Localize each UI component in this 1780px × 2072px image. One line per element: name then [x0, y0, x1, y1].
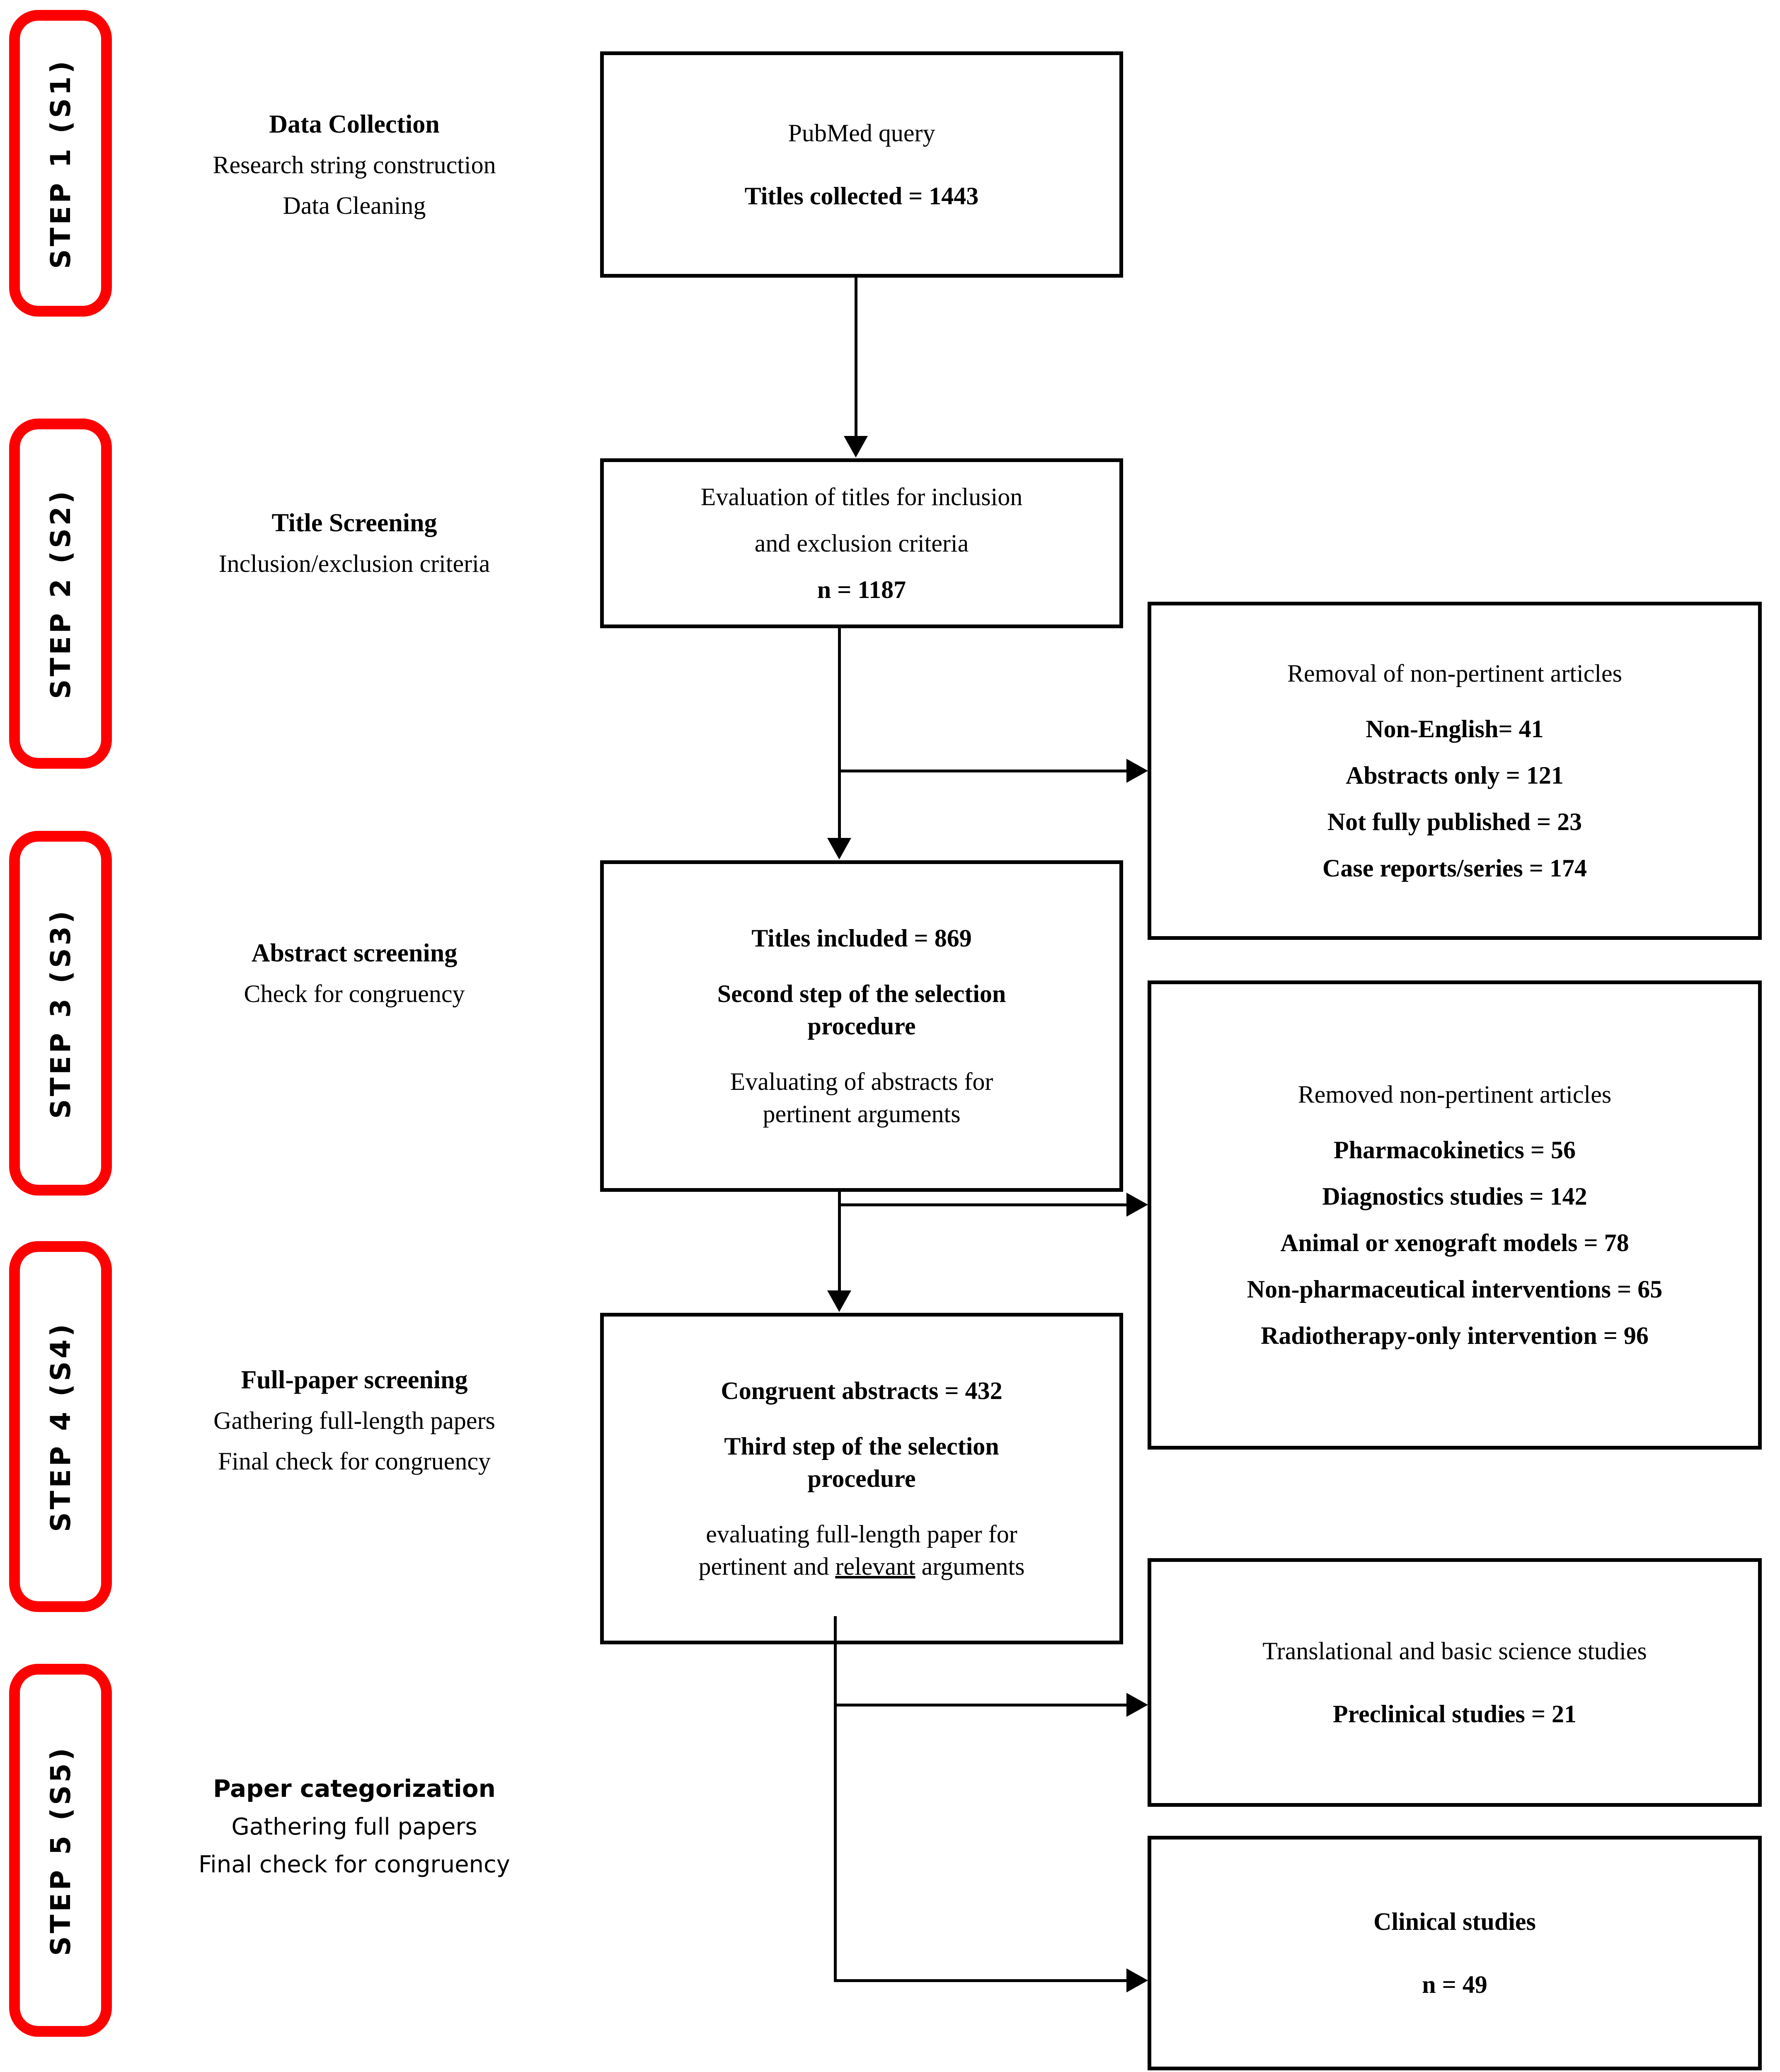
- removal-1-item-1: Abstracts only = 121: [1346, 762, 1564, 789]
- step-description-s2: Title Screening Inclusion/exclusion crit…: [137, 502, 572, 584]
- box-pubmed-query: PubMed query Titles collected = 1443: [600, 51, 1123, 278]
- step-bar-s5: STEP 5 (S5): [9, 1664, 112, 2037]
- step-description-s3: Abstract screening Check for congruency: [137, 932, 572, 1014]
- step-bar-s2: STEP 2 (S2): [9, 419, 112, 769]
- step-s1-sub2: Data Cleaning: [283, 191, 426, 219]
- box-removal-non-pertinent-1: Removal of non-pertinent articles Non-En…: [1148, 602, 1762, 940]
- step-bar-s4: STEP 4 (S4): [9, 1241, 112, 1612]
- arrow-right-box4-clinical: [1126, 1968, 1148, 1992]
- removal-1-item-0: Non-English= 41: [1366, 715, 1544, 743]
- step-bar-s4-label: STEP 4 (S4): [44, 1321, 77, 1532]
- arrow-right-box2-exclusion1: [1126, 759, 1148, 783]
- step-s5-sub1: Gathering full papers: [231, 1813, 477, 1840]
- pubmed-query-titles-collected: Titles collected = 1443: [744, 182, 979, 210]
- step-s3-sub1: Check for congruency: [244, 980, 465, 1008]
- box-congruent-abstracts: Congruent abstracts = 432 Third step of …: [600, 1313, 1123, 1644]
- box-clinical-studies: Clinical studies n = 49: [1148, 1836, 1762, 2070]
- step-s1-sub1: Research string construction: [213, 151, 496, 179]
- title-evaluation-line1: Evaluation of titles for inclusion: [700, 483, 1023, 511]
- step-s4-title: Full-paper screening: [241, 1366, 468, 1394]
- step-s2-sub1: Inclusion/exclusion criteria: [218, 550, 490, 578]
- step-s4-sub2: Final check for congruency: [218, 1447, 491, 1475]
- connector-v-box1-box2: [855, 278, 857, 437]
- step-bar-s1: STEP 1 (S1): [9, 10, 112, 317]
- removal-2-item-2: Animal or xenograft models = 78: [1280, 1229, 1629, 1256]
- connector-h-box4-preclinical: [834, 1704, 1139, 1706]
- congruent-abstracts-line2: Third step of the selection: [724, 1433, 999, 1460]
- titles-included-line4: Evaluating of abstracts for: [730, 1068, 993, 1095]
- arrow-down-box1-box2: [844, 436, 868, 457]
- box-titles-included: Titles included = 869 Second step of the…: [600, 860, 1123, 1192]
- step-bar-s5-label: STEP 5 (S5): [44, 1745, 77, 1956]
- step-bar-s3: STEP 3 (S3): [9, 831, 112, 1196]
- titles-included-line2: Second step of the selection: [717, 980, 1006, 1007]
- congruent-abstracts-line5-b: arguments: [915, 1553, 1025, 1580]
- step-bar-s3-label: STEP 3 (S3): [44, 908, 77, 1119]
- step-s2-title: Title Screening: [271, 509, 437, 537]
- removal-2-item-3: Non-pharmaceutical interventions = 65: [1247, 1276, 1663, 1303]
- pubmed-query-line1: PubMed query: [788, 119, 935, 147]
- connector-h-box3-exclusion2: [838, 1203, 1139, 1206]
- congruent-abstracts-count: Congruent abstracts = 432: [721, 1377, 1003, 1404]
- title-evaluation-line2: and exclusion criteria: [754, 530, 969, 557]
- removal-2-heading: Removed non-pertinent articles: [1298, 1081, 1612, 1108]
- connector-h-box2-exclusion1: [838, 770, 1139, 772]
- step-s1-title: Data Collection: [269, 110, 440, 138]
- step-s4-sub1: Gathering full-length papers: [213, 1407, 495, 1435]
- step-description-s1: Data Collection Research string construc…: [137, 104, 572, 226]
- connector-v-box4-outcomes: [834, 1616, 837, 1981]
- congruent-abstracts-line5-a: pertinent and: [698, 1553, 836, 1580]
- title-evaluation-n: n = 1187: [817, 576, 906, 603]
- step-s5-title: Paper categorization: [213, 1774, 496, 1803]
- connector-v-box3-box4: [838, 1192, 841, 1292]
- congruent-abstracts-line5: pertinent and relevant arguments: [699, 1550, 1025, 1583]
- removal-2-item-4: Radiotherapy-only intervention = 96: [1261, 1322, 1649, 1349]
- connector-v-box2-box3: [838, 628, 841, 840]
- removal-1-item-2: Not fully published = 23: [1327, 808, 1582, 835]
- clinical-heading: Clinical studies: [1373, 1908, 1536, 1935]
- arrow-right-box3-exclusion2: [1126, 1193, 1148, 1217]
- step-bar-s2-label: STEP 2 (S2): [44, 488, 77, 699]
- removal-2-item-0: Pharmacokinetics = 56: [1333, 1136, 1576, 1164]
- arrow-down-box2-box3: [827, 838, 851, 859]
- connector-h-box4-clinical: [834, 1979, 1139, 1982]
- titles-included-line3: procedure: [807, 1012, 916, 1040]
- step-description-s4: Full-paper screening Gathering full-leng…: [137, 1359, 572, 1481]
- titles-included-count: Titles included = 869: [751, 925, 972, 952]
- step-s5-sub2: Final check for congruency: [199, 1851, 510, 1878]
- step-description-s5: Paper categorization Gathering full pape…: [137, 1769, 572, 1883]
- step-bar-s1-label: STEP 1 (S1): [44, 58, 77, 269]
- titles-included-line5: pertinent arguments: [763, 1100, 961, 1128]
- arrow-down-box3-box4: [827, 1290, 851, 1312]
- box-removed-non-pertinent-2: Removed non-pertinent articles Pharmacok…: [1148, 980, 1762, 1450]
- removal-1-heading: Removal of non-pertinent articles: [1287, 660, 1623, 687]
- removal-2-item-1: Diagnostics studies = 142: [1322, 1183, 1587, 1210]
- congruent-abstracts-line4: evaluating full-length paper for: [706, 1520, 1017, 1548]
- box-title-evaluation: Evaluation of titles for inclusion and e…: [600, 458, 1123, 628]
- congruent-abstracts-line5-underlined: relevant: [835, 1553, 915, 1580]
- arrow-right-box4-preclinical: [1126, 1693, 1148, 1717]
- removal-1-item-3: Case reports/series = 174: [1322, 854, 1587, 882]
- preclinical-heading: Translational and basic science studies: [1262, 1637, 1647, 1665]
- congruent-abstracts-line3: procedure: [807, 1465, 916, 1492]
- step-s3-title: Abstract screening: [251, 939, 458, 967]
- preclinical-count: Preclinical studies = 21: [1332, 1700, 1577, 1728]
- box-preclinical-studies: Translational and basic science studies …: [1148, 1558, 1762, 1807]
- clinical-count: n = 49: [1422, 1971, 1487, 1998]
